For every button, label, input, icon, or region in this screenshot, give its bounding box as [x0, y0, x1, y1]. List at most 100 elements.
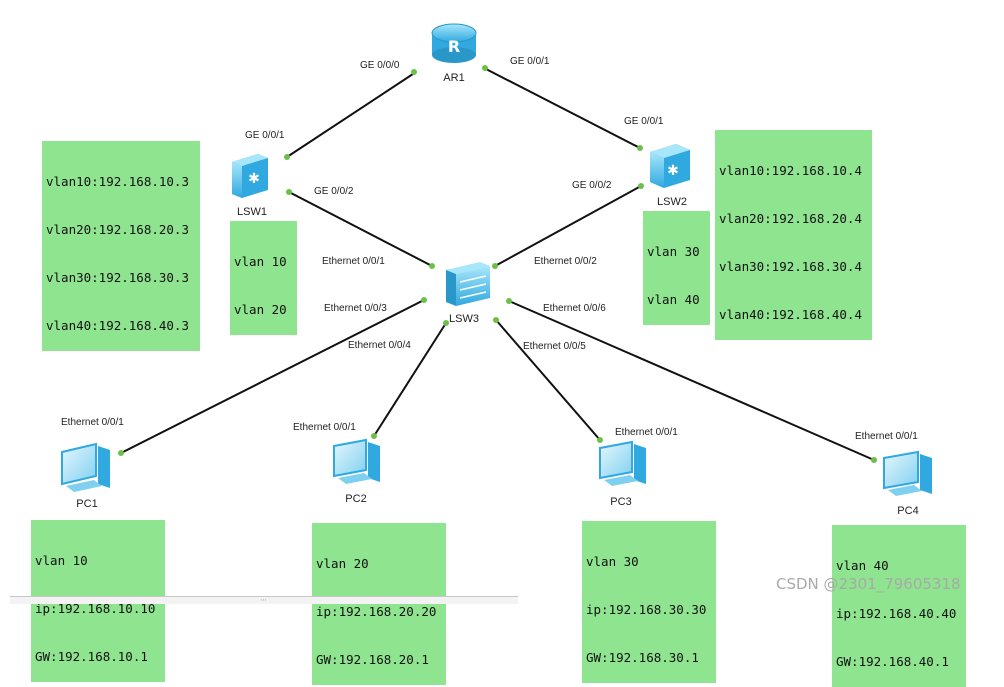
- note-line: ip:192.168.40.40: [836, 606, 957, 621]
- note-line: vlan30:192.168.30.3: [46, 270, 189, 285]
- svg-text:✱: ✱: [248, 171, 260, 187]
- note-line: vlan 10: [234, 254, 287, 269]
- link-lsw3-pc3: [495, 319, 601, 441]
- note-lsw2-vlans: vlan 30 vlan 40: [643, 211, 710, 325]
- watermark: CSDN @2301_79605318: [776, 575, 961, 593]
- note-pc3: vlan 30 ip:192.168.30.30 GW:192.168.30.1: [582, 521, 716, 683]
- note-line: vlan 30: [647, 244, 700, 259]
- port-dot: [638, 183, 644, 189]
- note-pc4: vlan 40 ip:192.168.40.40 GW:192.168.40.1: [832, 525, 966, 687]
- port-dot: [411, 69, 417, 75]
- device-label-lsw3: LSW3: [449, 313, 479, 325]
- svg-text:R: R: [448, 37, 460, 56]
- link-lsw3-pc1: [120, 299, 425, 454]
- device-label-pc2: PC2: [345, 493, 366, 505]
- svg-text:✱: ✱: [667, 163, 679, 179]
- port-dot: [493, 317, 499, 323]
- device-label-ar1: AR1: [443, 72, 464, 84]
- port-dots: [118, 65, 877, 463]
- device-label-pc4: PC4: [897, 505, 918, 517]
- port-dot: [286, 189, 292, 195]
- port-label-pc2-e001: Ethernet 0/0/1: [293, 422, 356, 433]
- port-dot: [871, 457, 877, 463]
- pc-icon: [599, 440, 646, 486]
- note-lsw2-ips: vlan10:192.168.10.4 vlan20:192.168.20.4 …: [715, 130, 872, 340]
- link-lsw2-lsw3: [494, 185, 642, 267]
- note-line: vlan10:192.168.10.3: [46, 174, 189, 189]
- note-line: GW:192.168.10.1: [35, 649, 148, 664]
- port-dot: [421, 297, 427, 303]
- link-lsw3-pc4: [508, 300, 875, 461]
- port-dot: [371, 433, 377, 439]
- port-dot: [118, 450, 124, 456]
- link-ar1-lsw2: [483, 67, 641, 149]
- port-label-lsw3-e005: Ethernet 0/0/5: [523, 341, 586, 352]
- switch-icon: [446, 262, 490, 306]
- pc-4[interactable]: PC4: [883, 450, 932, 517]
- link-lsw3-pc2: [373, 322, 447, 437]
- note-line: vlan 40: [647, 292, 700, 307]
- note-line: vlan40:192.168.40.4: [719, 307, 862, 322]
- port-label-pc1-e001: Ethernet 0/0/1: [61, 417, 124, 428]
- note-line: vlan 10: [35, 553, 88, 568]
- port-label-lsw3-e003: Ethernet 0/0/3: [324, 303, 387, 314]
- switch-lsw3[interactable]: LSW3: [446, 262, 490, 325]
- port-label-lsw3-e002: Ethernet 0/0/2: [534, 256, 597, 267]
- switch-lsw2[interactable]: ✱ LSW2: [650, 144, 690, 208]
- port-dot: [492, 263, 498, 269]
- port-dot: [597, 437, 603, 443]
- switch-icon: ✱: [232, 154, 268, 198]
- switch-lsw1[interactable]: ✱ LSW1: [232, 154, 268, 218]
- port-dot: [284, 154, 290, 160]
- note-lsw1-vlans: vlan 10 vlan 20: [230, 221, 297, 335]
- port-label-lsw3-e001: Ethernet 0/0/1: [322, 256, 385, 267]
- device-label-pc3: PC3: [610, 496, 631, 508]
- scrollbar-grip-icon[interactable]: ⋯: [260, 596, 267, 604]
- note-pc2: vlan 20 ip:192.168.20.20 GW:192.168.20.1: [312, 523, 446, 685]
- pc-2[interactable]: PC2: [333, 438, 380, 505]
- port-dot: [637, 145, 643, 151]
- pc-icon: [883, 450, 932, 496]
- topology-canvas: R AR1 ✱ LSW1 ✱ LSW2 LSW: [61, 23, 932, 517]
- device-label-pc1: PC1: [76, 498, 97, 510]
- note-line: vlan 20: [316, 556, 369, 571]
- note-line: GW:192.168.30.1: [586, 650, 699, 665]
- horizontal-scrollbar[interactable]: ⋯: [10, 596, 518, 604]
- note-lsw1-ips: vlan10:192.168.10.3 vlan20:192.168.20.3 …: [42, 141, 200, 351]
- link-lsw1-lsw3: [288, 191, 433, 267]
- note-line: ip:192.168.20.20: [316, 604, 437, 619]
- note-line: ip:192.168.30.30: [586, 602, 707, 617]
- port-label-lsw2-ge001: GE 0/0/1: [624, 116, 664, 127]
- port-label-ar1-ge001: GE 0/0/1: [510, 56, 550, 67]
- port-label-ar1-ge000: GE 0/0/0: [360, 60, 400, 71]
- pc-3[interactable]: PC3: [599, 440, 646, 508]
- port-label-pc4-e001: Ethernet 0/0/1: [855, 431, 918, 442]
- router-ar1[interactable]: R AR1: [431, 23, 477, 84]
- device-label-lsw1: LSW1: [237, 206, 267, 218]
- port-dot: [506, 298, 512, 304]
- pc-1[interactable]: PC1: [61, 442, 110, 510]
- note-line: vlan 40: [836, 558, 889, 573]
- note-line: vlan 20: [234, 302, 287, 317]
- note-line: GW:192.168.40.1: [836, 654, 949, 669]
- note-line: vlan 30: [586, 554, 639, 569]
- note-line: GW:192.168.20.1: [316, 652, 429, 667]
- device-label-lsw2: LSW2: [657, 196, 687, 208]
- port-label-lsw2-ge002: GE 0/0/2: [572, 180, 612, 191]
- port-label-lsw3-e006: Ethernet 0/0/6: [543, 303, 606, 314]
- pc-icon: [333, 438, 380, 484]
- port-dot: [482, 65, 488, 71]
- pc-icon: [61, 442, 110, 492]
- note-line: vlan20:192.168.20.4: [719, 211, 862, 226]
- note-line: vlan30:192.168.30.4: [719, 259, 862, 274]
- note-line: vlan10:192.168.10.4: [719, 163, 862, 178]
- port-label-lsw3-e004: Ethernet 0/0/4: [348, 340, 411, 351]
- switch-icon: ✱: [650, 144, 690, 188]
- note-line: vlan40:192.168.40.3: [46, 318, 189, 333]
- port-label-lsw1-ge001: GE 0/0/1: [245, 130, 285, 141]
- port-label-lsw1-ge002: GE 0/0/2: [314, 186, 354, 197]
- link-ar1-lsw1: [286, 71, 417, 158]
- port-dot: [429, 263, 435, 269]
- router-icon: R: [431, 23, 477, 63]
- port-dot: [443, 320, 449, 326]
